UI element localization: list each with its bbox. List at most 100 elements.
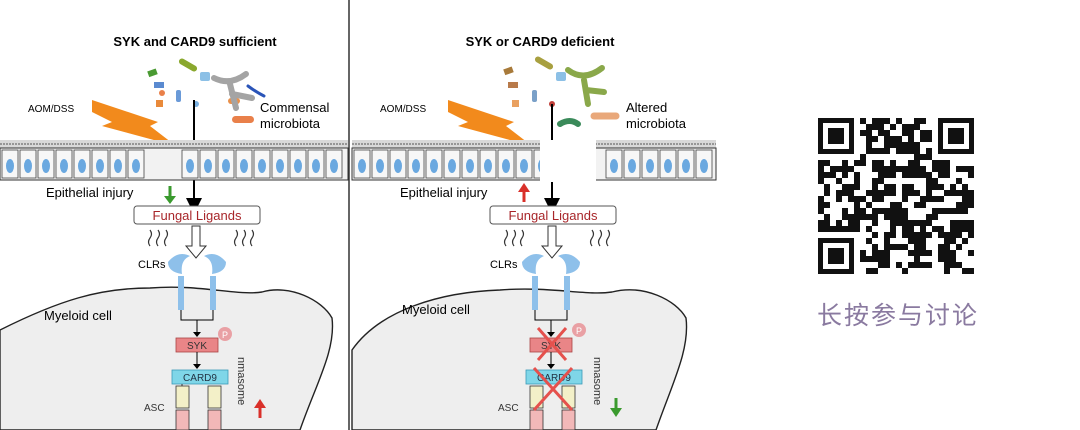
qr-module <box>860 130 866 136</box>
qr-module <box>878 178 884 184</box>
altered-microbiota <box>503 56 620 127</box>
qr-module <box>938 256 944 262</box>
cell-nucleus <box>240 159 248 173</box>
qr-module <box>926 130 932 136</box>
clr-label: CLRs <box>138 259 166 271</box>
treatment-lightning-icon <box>92 100 176 146</box>
qr-module <box>842 208 848 214</box>
qr-module <box>968 196 974 202</box>
clr-receptor-icon <box>168 254 226 310</box>
qr-module <box>896 202 902 208</box>
qr-module <box>920 196 926 202</box>
inflammasome-complex <box>529 385 576 430</box>
qr-module <box>836 196 842 202</box>
qr-module <box>950 256 956 262</box>
epithelial-injury-label: Epithelial injury <box>46 185 134 200</box>
phospho-badge <box>218 327 232 341</box>
qr-module <box>926 154 932 160</box>
qr-module <box>854 226 860 232</box>
qr-module <box>884 148 890 154</box>
qr-module <box>872 214 878 220</box>
qr-module <box>938 172 944 178</box>
qr-module <box>950 190 956 196</box>
qr-module <box>938 226 944 232</box>
qr-module <box>914 154 920 160</box>
qr-module <box>854 178 860 184</box>
qr-module <box>944 238 950 244</box>
qr-module <box>896 118 902 124</box>
qr-module <box>872 136 878 142</box>
qr-module <box>962 196 968 202</box>
qr-module <box>956 262 962 268</box>
fungal-ligands-box <box>489 205 617 225</box>
qr-module <box>866 148 872 154</box>
qr-module <box>902 268 908 274</box>
qr-module <box>848 226 854 232</box>
qr-module <box>950 208 956 214</box>
qr-module <box>956 232 962 238</box>
qr-module <box>878 250 884 256</box>
qr-module <box>962 202 968 208</box>
qr-module <box>818 172 824 178</box>
qr-module <box>884 232 890 238</box>
qr-module <box>890 160 896 166</box>
qr-module <box>956 190 962 196</box>
qr-module <box>866 124 872 130</box>
qr-module <box>914 148 920 154</box>
panel-title: SYK or CARD9 deficient <box>466 34 615 49</box>
qr-module <box>950 226 956 232</box>
qr-module <box>968 202 974 208</box>
qr-module <box>932 208 938 214</box>
qr-module <box>890 220 896 226</box>
qr-code[interactable] <box>818 118 974 274</box>
qr-module <box>872 178 878 184</box>
qr-module <box>848 166 854 172</box>
qr-module <box>908 232 914 238</box>
qr-module <box>956 202 962 208</box>
qr-module <box>938 184 944 190</box>
qr-module <box>962 208 968 214</box>
panel-right: SYK or CARD9 deficient AOM/DSS Altered m… <box>351 34 717 430</box>
qr-module <box>908 190 914 196</box>
qr-module <box>818 166 824 172</box>
qr-module <box>962 226 968 232</box>
qr-module <box>938 232 944 238</box>
qr-module <box>908 166 914 172</box>
qr-module <box>926 232 932 238</box>
qr-module <box>932 226 938 232</box>
qr-module <box>884 250 890 256</box>
qr-module <box>902 220 908 226</box>
qr-module <box>968 226 974 232</box>
qr-module <box>914 190 920 196</box>
qr-module <box>908 238 914 244</box>
qr-module <box>944 190 950 196</box>
qr-module <box>902 208 908 214</box>
panel-title: SYK and CARD9 sufficient <box>113 34 277 49</box>
qr-module <box>854 220 860 226</box>
qr-module <box>944 172 950 178</box>
ligand-wave-icon <box>503 229 611 247</box>
treatment-label: AOM/DSS <box>380 104 426 115</box>
qr-module <box>932 184 938 190</box>
qr-module <box>908 262 914 268</box>
epithelial-layer <box>351 140 717 182</box>
qr-module <box>902 190 908 196</box>
qr-module <box>860 118 866 124</box>
qr-module <box>890 166 896 172</box>
qr-module <box>914 160 920 166</box>
qr-module <box>872 184 878 190</box>
qr-module <box>884 184 890 190</box>
qr-caption: 长按参与讨论 <box>816 301 979 330</box>
qr-module <box>848 190 854 196</box>
qr-module <box>818 178 824 184</box>
qr-module <box>872 118 878 124</box>
qr-module <box>830 226 836 232</box>
qr-module <box>968 172 974 178</box>
qr-module <box>908 220 914 226</box>
qr-module <box>818 220 824 226</box>
qr-module <box>926 136 932 142</box>
card9-label: CARD9 <box>537 373 571 384</box>
cell-nucleus <box>412 159 420 173</box>
cell-nucleus <box>312 159 320 173</box>
qr-module <box>872 148 878 154</box>
